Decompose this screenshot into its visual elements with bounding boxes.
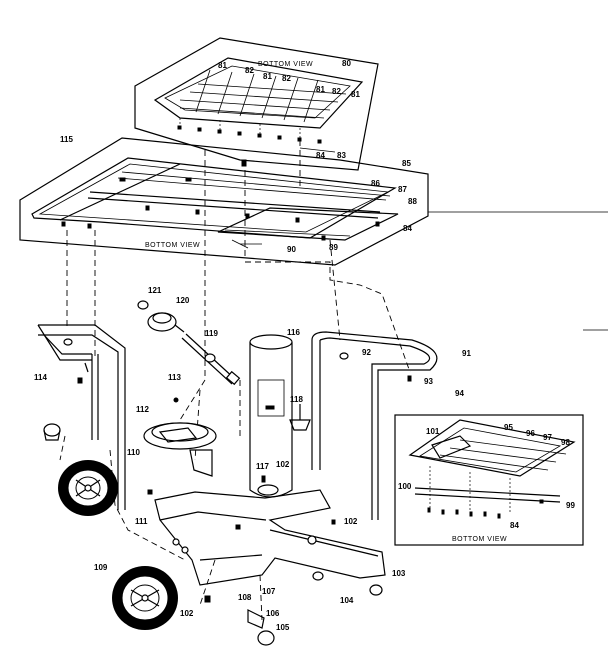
label-82: 82 [245,66,254,75]
base-frame [147,489,386,596]
label-86: 86 [371,179,380,188]
caption-upper-grate: BOTTOM VIEW [258,61,313,68]
label-81: 81 [218,61,227,70]
grease-cup [289,404,311,431]
gas-hose [181,333,241,386]
label-112: 112 [136,405,149,414]
label-115: 115 [60,135,73,144]
label-102: 102 [276,460,290,469]
label-96: 96 [526,429,535,438]
label-94: 94 [455,389,464,398]
label-85: 85 [402,159,411,168]
label-118: 118 [290,395,303,404]
label-108: 108 [238,593,252,602]
label-109: 109 [94,563,108,572]
label-84: 84 [510,521,519,530]
label-104: 104 [340,596,354,605]
label-116: 116 [287,328,300,337]
label-92: 92 [362,348,371,357]
label-82: 82 [332,87,341,96]
upper-grate-panel [134,37,379,171]
label-90: 90 [287,245,296,254]
label-97: 97 [543,433,552,442]
propane-tank [249,334,293,498]
label-81: 81 [316,85,325,94]
label-98: 98 [561,438,570,447]
caption-main-shelf: BOTTOM VIEW [145,242,200,249]
label-88: 88 [408,197,417,206]
label-102: 102 [344,517,358,526]
caption-side-shelf: BOTTOM VIEW [452,536,507,543]
label-110: 110 [127,448,140,457]
front-wheel [112,566,178,630]
caster [204,595,275,646]
label-121: 121 [148,286,162,295]
label-87: 87 [398,185,407,194]
right-frame-tube [311,331,438,520]
part-number-labels: 80 81 82 81 82 81 82 81 83 84 115 85 86 … [34,59,575,632]
left-frame-tube [37,324,126,510]
label-95: 95 [504,423,513,432]
gas-regulator [137,300,185,333]
label-102: 102 [180,609,194,618]
label-114: 114 [34,373,47,382]
label-100: 100 [398,482,412,491]
label-82: 82 [282,74,291,83]
label-84: 84 [316,151,325,160]
label-117: 117 [256,462,269,471]
tank-ring-holder [143,397,217,477]
side-shelf-inset [394,329,608,546]
label-83: 83 [337,151,346,160]
label-105: 105 [276,623,290,632]
wheel-cap [43,423,61,441]
label-120: 120 [176,296,190,305]
label-91: 91 [462,349,471,358]
label-119: 119 [205,329,218,338]
label-89: 89 [329,243,338,252]
label-111: 111 [135,517,148,526]
label-80: 80 [342,59,351,68]
label-81: 81 [351,90,360,99]
label-101: 101 [426,427,440,436]
label-103: 103 [392,569,406,578]
label-93: 93 [424,377,433,386]
label-106: 106 [266,609,280,618]
label-84: 84 [403,224,412,233]
label-99: 99 [566,501,575,510]
label-113: 113 [168,373,181,382]
left-rear-wheel [58,460,118,516]
label-107: 107 [262,587,276,596]
label-81: 81 [263,72,272,81]
main-shelf-panel [19,137,429,266]
